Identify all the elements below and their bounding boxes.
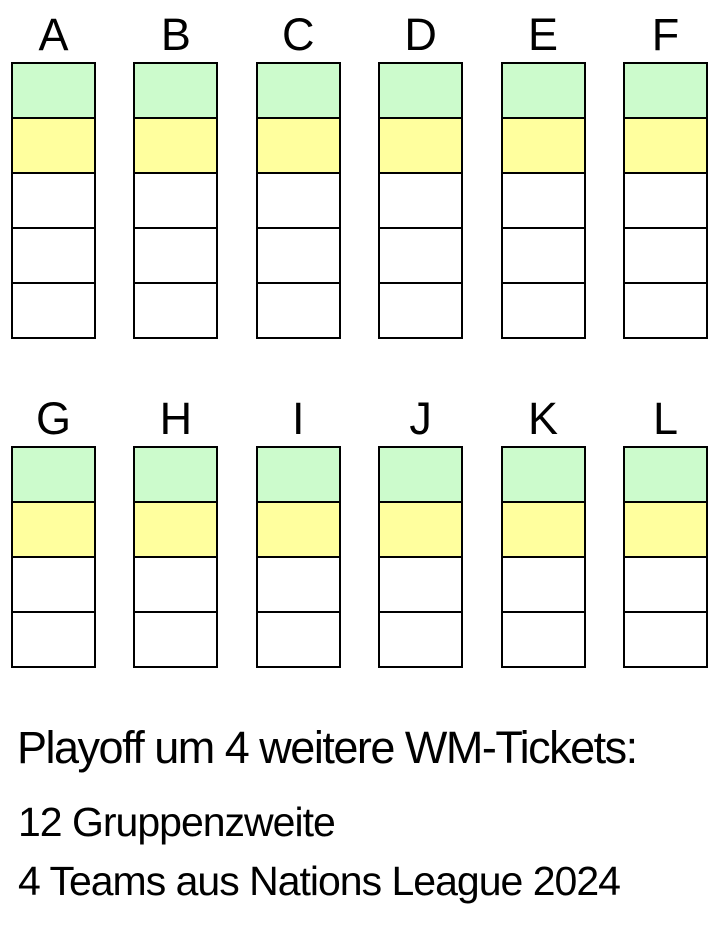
cell-empty	[380, 558, 462, 613]
group-column-K	[500, 446, 586, 668]
group-label-J: J	[409, 393, 432, 444]
group-F: F	[622, 8, 708, 339]
cell-empty	[135, 558, 217, 613]
cell-empty	[502, 284, 584, 337]
cell-playoff-spot	[13, 119, 94, 174]
cell-playoff-spot	[135, 119, 217, 174]
cell-direct-qualification	[624, 64, 706, 119]
group-B: B	[133, 8, 219, 339]
group-label-F: F	[651, 9, 680, 60]
cell-empty	[380, 613, 462, 666]
group-row-bottom: G H I J K L	[11, 392, 708, 668]
cell-playoff-spot	[624, 503, 706, 558]
cell-direct-qualification	[502, 448, 584, 503]
group-label-I: I	[292, 393, 305, 444]
cell-direct-qualification	[13, 64, 94, 119]
group-L: L	[622, 392, 708, 668]
cell-direct-qualification	[13, 448, 94, 503]
cell-empty	[502, 558, 584, 613]
cell-empty	[13, 174, 94, 229]
cell-direct-qualification	[257, 448, 339, 503]
cell-empty	[624, 558, 706, 613]
group-column-J	[378, 446, 464, 668]
group-E: E	[500, 8, 586, 339]
group-label-L: L	[652, 393, 678, 444]
group-label-B: B	[160, 9, 191, 60]
group-column-G	[11, 446, 96, 668]
group-label-A: A	[38, 9, 69, 60]
playoff-detail-line: 4 Teams aus Nations League 2024	[18, 858, 621, 904]
playoff-title: Playoff um 4 weitere WM-Tickets:	[17, 722, 638, 773]
group-label-E: E	[528, 9, 559, 60]
group-label-K: K	[528, 393, 559, 444]
cell-playoff-spot	[502, 503, 584, 558]
cell-empty	[624, 174, 706, 229]
cell-empty	[502, 613, 584, 666]
group-column-E	[500, 62, 586, 339]
group-column-I	[255, 446, 341, 668]
cell-direct-qualification	[380, 448, 462, 503]
cell-direct-qualification	[135, 64, 217, 119]
group-I: I	[255, 392, 341, 668]
cell-empty	[502, 229, 584, 284]
cell-empty	[13, 613, 94, 666]
group-J: J	[378, 392, 464, 668]
cell-empty	[13, 284, 94, 337]
group-column-F	[622, 62, 708, 339]
cell-empty	[257, 229, 339, 284]
cell-empty	[380, 174, 462, 229]
group-label-H: H	[159, 393, 193, 444]
cell-empty	[257, 174, 339, 229]
group-label-C: C	[282, 9, 315, 60]
cell-empty	[13, 229, 94, 284]
cell-direct-qualification	[257, 64, 339, 119]
group-H: H	[133, 392, 219, 668]
playoff-detail-line: 12 Gruppenzweite	[18, 799, 336, 845]
cell-playoff-spot	[257, 503, 339, 558]
group-D: D	[378, 8, 464, 339]
cell-empty	[257, 284, 339, 337]
cell-empty	[380, 284, 462, 337]
cell-direct-qualification	[135, 448, 217, 503]
cell-empty	[624, 284, 706, 337]
cell-playoff-spot	[380, 503, 462, 558]
group-column-B	[133, 62, 219, 339]
group-label-G: G	[35, 393, 71, 444]
cell-empty	[135, 174, 217, 229]
cell-playoff-spot	[624, 119, 706, 174]
group-label-D: D	[404, 9, 437, 60]
cell-empty	[257, 613, 339, 666]
group-column-D	[378, 62, 464, 339]
cell-empty	[135, 284, 217, 337]
cell-playoff-spot	[502, 119, 584, 174]
cell-direct-qualification	[380, 64, 462, 119]
group-column-A	[11, 62, 96, 339]
cell-empty	[135, 613, 217, 666]
group-row-top: A B C D E F	[11, 8, 708, 339]
group-K: K	[500, 392, 586, 668]
cell-direct-qualification	[624, 448, 706, 503]
cell-playoff-spot	[257, 119, 339, 174]
group-column-C	[255, 62, 341, 339]
cell-empty	[13, 558, 94, 613]
group-C: C	[255, 8, 341, 339]
cell-empty	[624, 229, 706, 284]
cell-empty	[624, 613, 706, 666]
cell-playoff-spot	[13, 503, 94, 558]
group-column-H	[133, 446, 219, 668]
cell-playoff-spot	[135, 503, 217, 558]
group-A: A	[11, 8, 96, 339]
cell-empty	[257, 558, 339, 613]
cell-empty	[502, 174, 584, 229]
cell-playoff-spot	[380, 119, 462, 174]
cell-empty	[380, 229, 462, 284]
group-column-L	[622, 446, 708, 668]
cell-direct-qualification	[502, 64, 584, 119]
cell-empty	[135, 229, 217, 284]
group-G: G	[11, 392, 96, 668]
